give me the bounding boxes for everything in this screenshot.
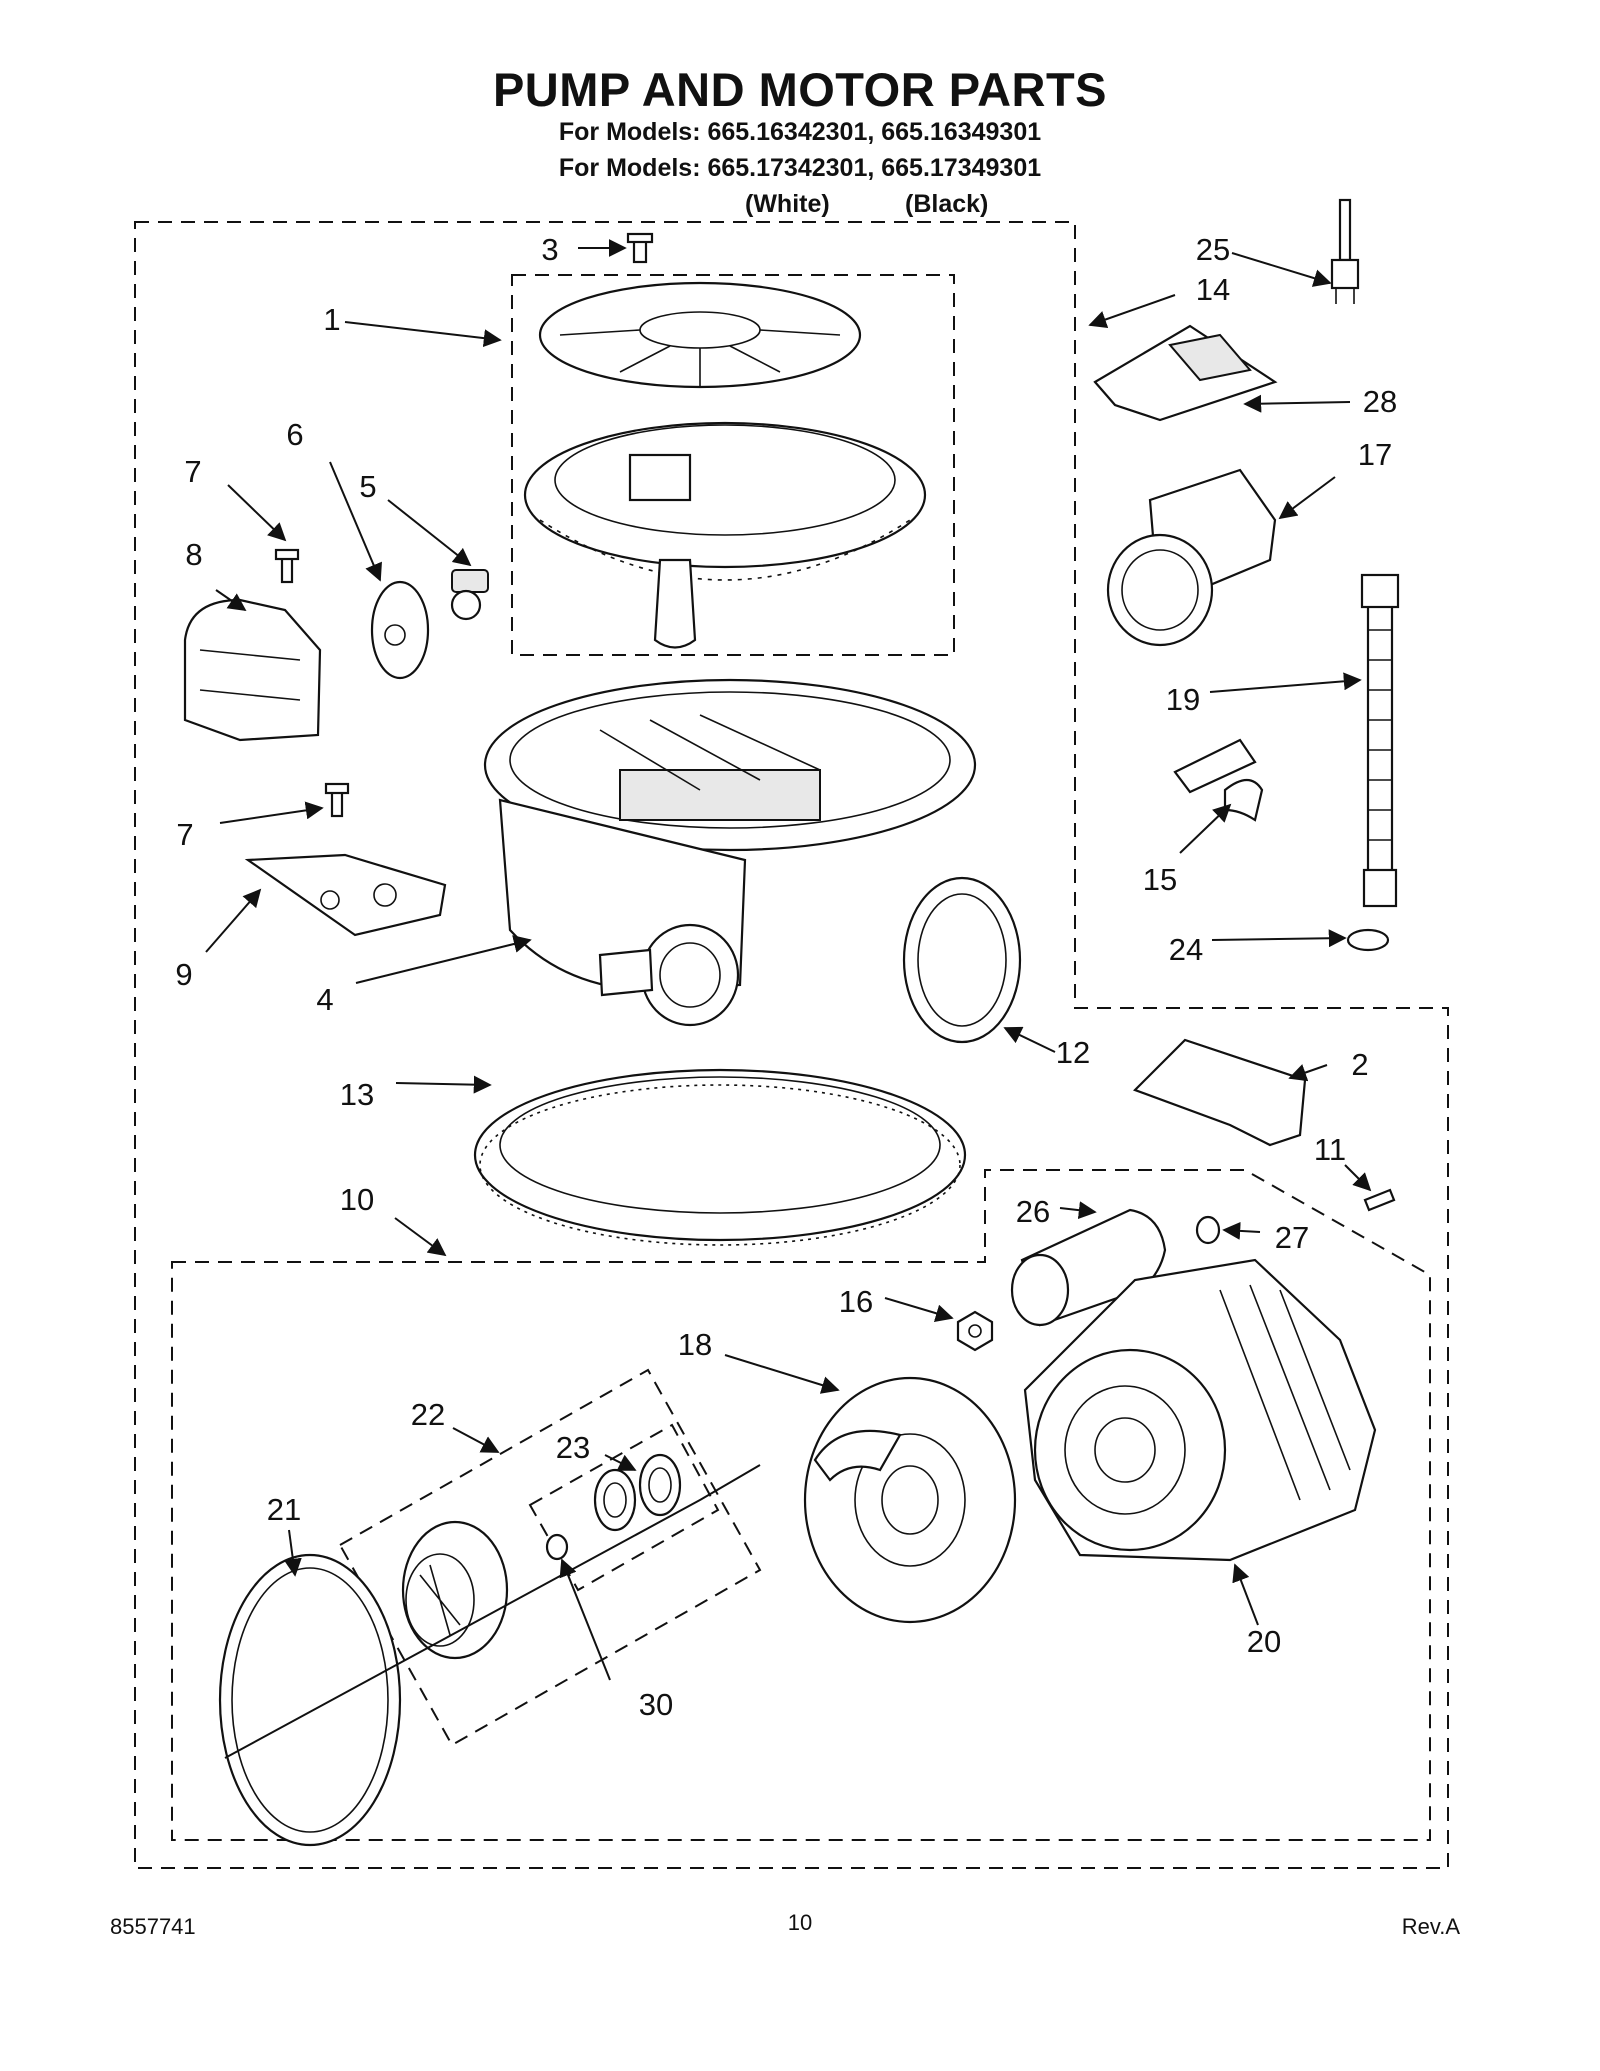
callout-19: 19	[1166, 682, 1200, 717]
callout-3: 3	[541, 232, 558, 267]
callout-12: 12	[1056, 1035, 1090, 1070]
callout-30: 30	[639, 1687, 673, 1722]
part-12	[902, 876, 1022, 1044]
screw-part-7-bottom	[324, 782, 350, 818]
callout-25: 25	[1196, 232, 1230, 267]
part-2	[1133, 1038, 1307, 1147]
part-17	[1106, 468, 1277, 647]
seal-group-boundary-22	[338, 1368, 762, 1747]
callout-2: 2	[1351, 1047, 1368, 1082]
part-15	[1173, 738, 1264, 822]
seal-group-boundary-23	[528, 1423, 720, 1592]
revision-label: Rev.A	[1401, 1914, 1460, 1939]
part-24	[1346, 928, 1390, 952]
callout-14: 14	[1196, 272, 1230, 307]
page-number: 10	[787, 1910, 813, 1935]
part-8	[183, 598, 322, 742]
document-number: 8557741	[110, 1914, 196, 1939]
callout-7-bottom: 7	[176, 817, 193, 852]
callout-16: 16	[839, 1284, 873, 1319]
part-30	[545, 1533, 569, 1561]
callout-21: 21	[267, 1492, 301, 1527]
part-25	[1330, 198, 1360, 304]
callout-18: 18	[678, 1327, 712, 1362]
motor-group-boundary	[171, 1169, 1431, 1841]
callout-11: 11	[1314, 1132, 1346, 1167]
screw-part-7-top	[274, 548, 300, 584]
part-13	[473, 1068, 967, 1246]
page-title: PUMP AND MOTOR PARTS	[492, 63, 1108, 116]
callout-10: 10	[340, 1182, 374, 1217]
callout-labels: 3 1 25 14 28 17 6 7 5 8 19 7 15 9 24 4 1…	[175, 232, 1397, 1722]
variant-black-label: (Black)	[905, 190, 989, 218]
filter-housing-part	[523, 421, 927, 649]
part-28	[1093, 324, 1278, 422]
part-5	[450, 569, 489, 621]
part-23-seal	[593, 1453, 682, 1532]
screw-part-3	[626, 232, 654, 264]
callout-24: 24	[1169, 932, 1203, 967]
callout-4: 4	[316, 982, 333, 1017]
part-19	[1360, 573, 1400, 908]
assembly-boundary	[134, 221, 1449, 1869]
callout-7-top: 7	[184, 454, 201, 489]
part-11	[1363, 1188, 1396, 1212]
variant-white-label: (White)	[745, 190, 830, 218]
part-21	[218, 1553, 402, 1847]
callout-8: 8	[185, 537, 202, 572]
filter-group-boundary	[511, 274, 955, 656]
models-line-1: For Models: 665.16342301, 665.16349301	[558, 118, 1042, 146]
callout-27: 27	[1275, 1220, 1309, 1255]
callout-9: 9	[175, 957, 192, 992]
part-16	[956, 1310, 994, 1352]
callout-17: 17	[1358, 437, 1392, 472]
callout-leaders	[205, 239, 1372, 1681]
callout-1: 1	[323, 302, 340, 337]
callout-28: 28	[1363, 384, 1397, 419]
callout-15: 15	[1143, 862, 1177, 897]
callout-5: 5	[359, 469, 376, 504]
part-6	[370, 580, 430, 680]
models-line-2: For Models: 665.17342301, 665.17349301	[558, 154, 1042, 182]
filter-plate-part	[538, 281, 862, 389]
part-20	[1023, 1258, 1377, 1562]
sump-housing-part	[483, 678, 977, 1027]
part-27	[1195, 1215, 1221, 1245]
callout-13: 13	[340, 1077, 374, 1112]
callout-23: 23	[556, 1430, 590, 1465]
callout-22: 22	[411, 1397, 445, 1432]
part-18	[803, 1376, 1017, 1624]
part-22-impeller	[401, 1520, 509, 1660]
callout-26: 26	[1016, 1194, 1050, 1229]
callout-6: 6	[286, 417, 303, 452]
part-9	[244, 853, 447, 937]
callout-20: 20	[1247, 1624, 1281, 1659]
